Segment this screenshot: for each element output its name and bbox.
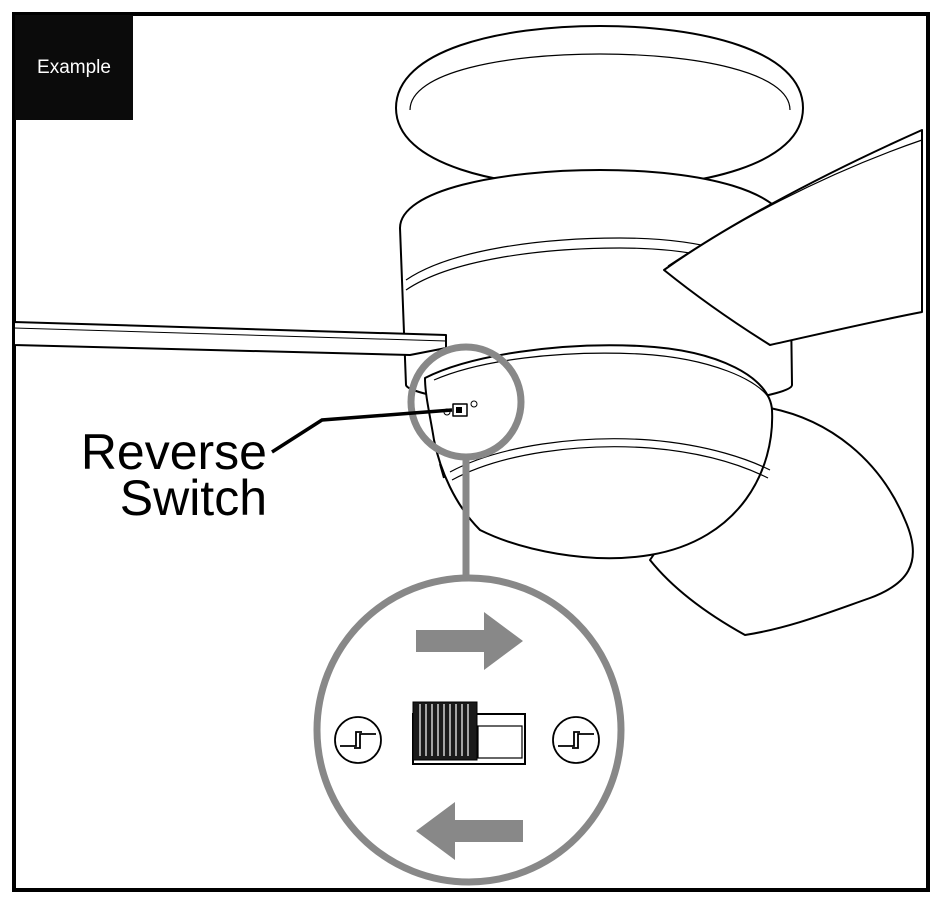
screw-icon — [552, 716, 600, 764]
callout-label-line2: Switch — [119, 470, 267, 526]
arrow-right-icon — [416, 612, 523, 670]
screw-icon — [334, 716, 382, 764]
fan-blade-left — [13, 321, 447, 356]
fan-pull-mark — [439, 463, 445, 479]
fan-bowl-trim — [433, 352, 771, 401]
callout-leader — [271, 408, 453, 454]
fan-bowl-rim-2 — [451, 446, 769, 481]
fan-blade-left-edge — [13, 327, 447, 342]
callout-label-line1: Reverse — [80, 424, 267, 480]
example-tag-text: Example — [37, 56, 111, 78]
example-tag: Example — [15, 15, 133, 120]
fan-canopy — [395, 25, 804, 189]
diagram-frame — [12, 12, 930, 892]
ceiling-fan — [13, 25, 923, 636]
fan-lower-bowl — [424, 344, 774, 560]
fan-canopy-rim — [409, 53, 791, 111]
switch-screw-small-right — [470, 400, 478, 408]
fan-blade-upper-right-edge — [667, 139, 923, 267]
fan-bowl-rim — [449, 438, 771, 473]
slide-switch-icon — [412, 701, 526, 765]
arrow-left-icon — [416, 802, 523, 860]
